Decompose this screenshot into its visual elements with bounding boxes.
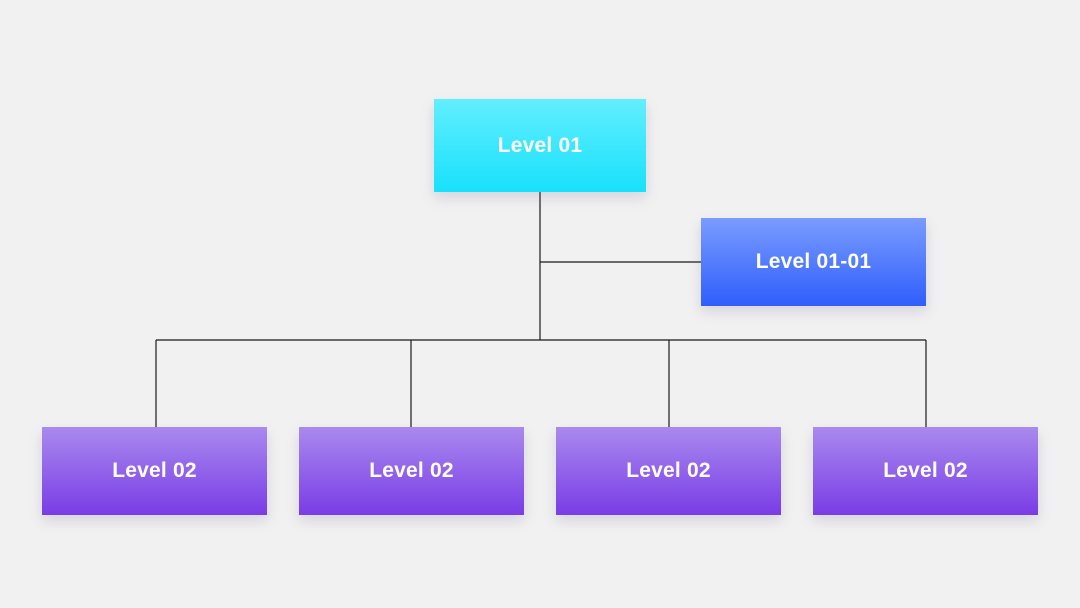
- node-level-01-01[interactable]: Level 01-01: [701, 218, 926, 306]
- node-level-01-01-label: Level 01-01: [755, 250, 872, 273]
- node-level-02-3-label: Level 02: [626, 459, 711, 482]
- node-level-01[interactable]: Level 01: [434, 99, 646, 192]
- node-level-02-3[interactable]: Level 02: [556, 427, 781, 515]
- node-level-02-1[interactable]: Level 02: [42, 427, 267, 515]
- node-level-01-label: Level 01: [497, 133, 583, 157]
- node-level-02-4-label: Level 02: [883, 459, 968, 482]
- node-level-02-1-label: Level 02: [112, 459, 197, 482]
- node-level-02-2[interactable]: Level 02: [299, 427, 524, 515]
- node-level-02-2-label: Level 02: [369, 459, 454, 482]
- node-level-02-4[interactable]: Level 02: [813, 427, 1038, 515]
